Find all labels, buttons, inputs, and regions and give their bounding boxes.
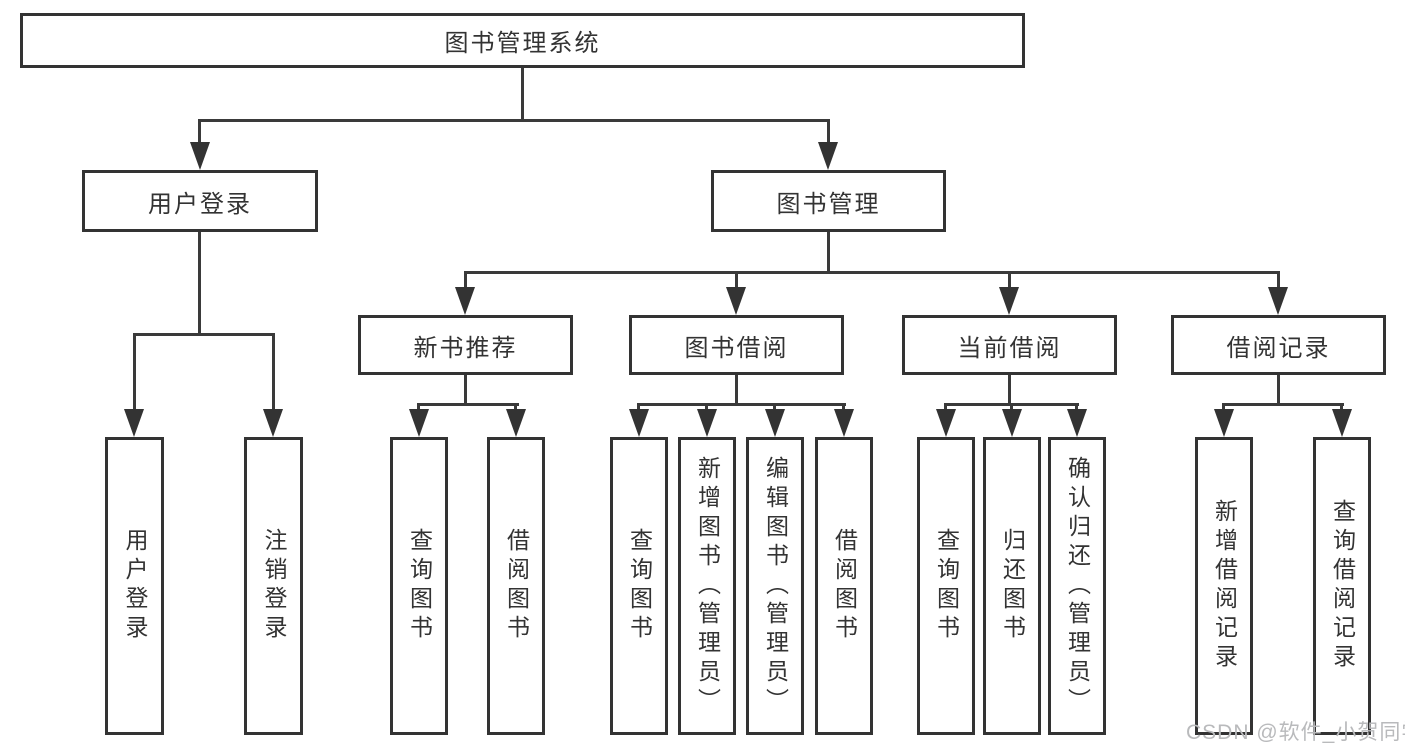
arrow-down-icon — [818, 142, 838, 170]
leaf-borrow-books-borrowing: 借阅图书 — [815, 437, 873, 735]
connector-line — [1008, 375, 1011, 405]
connector-line — [1277, 271, 1280, 289]
connector-line — [464, 271, 467, 289]
leaf-query-books-recommend: 查询图书 — [390, 437, 448, 735]
arrow-down-icon — [1214, 409, 1234, 437]
connector-line — [417, 403, 420, 411]
arrow-down-icon — [726, 287, 746, 315]
connector-line — [133, 333, 136, 411]
leaf-query-borrow-record: 查询借阅记录 — [1313, 437, 1371, 735]
connector-line — [827, 119, 830, 145]
connector-line — [842, 403, 845, 411]
connector-line — [418, 403, 519, 406]
node-library-system: 图书管理系统 — [20, 13, 1025, 68]
leaf-add-borrow-record: 新增借阅记录 — [1195, 437, 1253, 735]
connector-line — [1340, 403, 1343, 411]
node-new-book-recommend: 新书推荐 — [358, 315, 573, 375]
arrow-down-icon — [1332, 409, 1352, 437]
watermark: CSDN @软件_小贺同学 — [1186, 721, 1405, 744]
connector-line — [464, 375, 467, 405]
connector-line — [773, 403, 776, 411]
connector-line — [133, 333, 275, 336]
leaf-borrow-books-recommend: 借阅图书 — [487, 437, 545, 735]
leaf-user-login: 用户登录 — [105, 437, 164, 735]
connector-line — [637, 403, 640, 411]
arrow-down-icon — [263, 409, 283, 437]
leaf-query-books-current: 查询图书 — [917, 437, 975, 735]
leaf-logout: 注销登录 — [244, 437, 303, 735]
connector-line — [198, 119, 201, 145]
arrow-down-icon — [834, 409, 854, 437]
connector-line — [735, 271, 738, 289]
node-book-borrowing: 图书借阅 — [629, 315, 844, 375]
connector-line — [464, 271, 1280, 274]
connector-line — [735, 375, 738, 405]
arrow-down-icon — [190, 142, 210, 170]
leaf-edit-book-admin: 编辑图书（管理员） — [746, 437, 804, 735]
connector-line — [827, 232, 830, 273]
node-user-login: 用户登录 — [82, 170, 318, 232]
connector-line — [521, 68, 524, 120]
connector-line — [1222, 403, 1225, 411]
node-book-management: 图书管理 — [711, 170, 946, 232]
arrow-down-icon — [1002, 409, 1022, 437]
leaf-return-books: 归还图书 — [983, 437, 1041, 735]
arrow-down-icon — [455, 287, 475, 315]
arrow-down-icon — [999, 287, 1019, 315]
connector-line — [272, 333, 275, 411]
connector-line — [1277, 375, 1280, 405]
connector-line — [1075, 403, 1078, 411]
node-borrowing-records: 借阅记录 — [1171, 315, 1386, 375]
arrow-down-icon — [936, 409, 956, 437]
connector-line — [944, 403, 947, 411]
arrow-down-icon — [124, 409, 144, 437]
leaf-confirm-return-admin: 确认归还（管理员） — [1048, 437, 1106, 735]
connector-line — [1010, 403, 1013, 411]
connector-line — [514, 403, 517, 411]
arrow-down-icon — [409, 409, 429, 437]
connector-line — [198, 232, 201, 335]
arrow-down-icon — [629, 409, 649, 437]
leaf-query-books-borrowing: 查询图书 — [610, 437, 668, 735]
arrow-down-icon — [506, 409, 526, 437]
connector-line — [705, 403, 708, 411]
arrow-down-icon — [1067, 409, 1087, 437]
arrow-down-icon — [1268, 287, 1288, 315]
connector-line — [198, 119, 830, 122]
connector-line — [1222, 403, 1344, 406]
connector-line — [1008, 271, 1011, 289]
node-current-borrowing: 当前借阅 — [902, 315, 1117, 375]
leaf-add-book-admin: 新增图书（管理员） — [678, 437, 736, 735]
arrow-down-icon — [765, 409, 785, 437]
arrow-down-icon — [697, 409, 717, 437]
connector-line — [637, 403, 846, 406]
